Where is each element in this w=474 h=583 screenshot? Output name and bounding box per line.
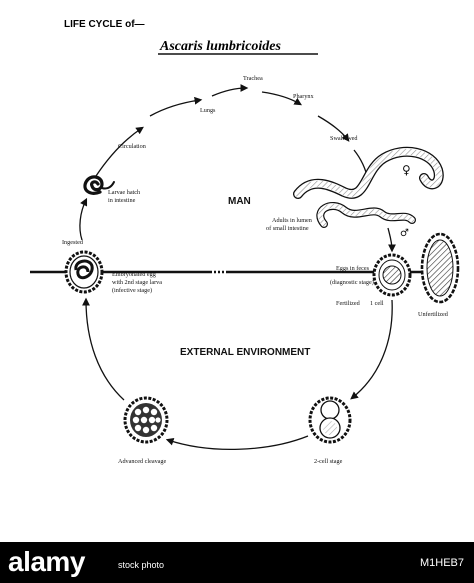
- female-symbol: ♀: [402, 163, 411, 177]
- man-label: MAN: [228, 196, 251, 207]
- adult-worms-illustration: [293, 146, 444, 228]
- embryonated-egg-illustration: [64, 250, 104, 294]
- watermark-footer: alamy stock photo M1HEB7: [0, 542, 474, 583]
- two-cell-egg-illustration: [308, 396, 352, 444]
- embryonated-egg-label-line1: Embryonated egg: [112, 271, 156, 278]
- larva-hatch-illustration: [83, 175, 115, 195]
- circulation-label: Circulation: [118, 143, 146, 150]
- arrow-advanced-to-embryonated: [82, 297, 125, 401]
- embryonated-egg-label-line2: with 2nd stage larva: [112, 279, 162, 286]
- swallowed-label: Swallowed: [330, 135, 358, 142]
- image-id: M1HEB7: [419, 557, 464, 569]
- adults-label-line1: Adults in lumen: [272, 217, 312, 224]
- two-cell-stage-label: 2-cell stage: [314, 458, 343, 465]
- pharynx-label: Pharynx: [293, 93, 315, 100]
- arrow-trachea-to-pharynx: [261, 91, 303, 106]
- trachea-label: Trachea: [243, 75, 263, 82]
- life-cycle-heading: LIFE CYCLE of—: [64, 19, 145, 30]
- unfertilized-label: Unfertilized: [418, 311, 449, 318]
- larvae-hatch-label-line1: Larvae hatch: [108, 189, 141, 196]
- advanced-cleavage-illustration: [123, 396, 169, 444]
- ingested-label: Ingested: [62, 239, 84, 246]
- eggs-in-feces-label-line2: (diagnostic stage): [330, 279, 374, 286]
- species-title: Ascaris lumbricoides: [159, 39, 282, 54]
- adults-label-line2: of small intestine: [266, 225, 309, 232]
- arrow-adults-to-eggs: [387, 227, 396, 253]
- lungs-label: Lungs: [200, 107, 216, 114]
- unfertilized-egg-illustration: [420, 232, 460, 304]
- eggs-in-feces-label-line1: Eggs in feces: [336, 265, 370, 272]
- arrow-circulation-to-lungs: [149, 96, 203, 117]
- male-symbol: ♂: [400, 228, 409, 239]
- arrow-larvae-to-circulation: [95, 126, 144, 177]
- life-cycle-diagram: LIFE CYCLE of— Ascaris lumbricoides ♀ ♂: [30, 19, 460, 465]
- embryonated-egg-label-line3: (infective stage): [112, 287, 152, 294]
- larvae-hatch-label-line2: in intestine: [108, 197, 136, 204]
- external-environment-label: EXTERNAL ENVIRONMENT: [180, 347, 310, 358]
- one-cell-label: 1 cell: [370, 300, 384, 307]
- fertilized-egg-illustration: [372, 253, 412, 297]
- arrow-eggs-to-two-cell: [350, 299, 393, 400]
- fertilized-label: Fertilized: [336, 300, 361, 307]
- arrow-pharynx-to-swallowed: [317, 115, 350, 142]
- alamy-tagline: stock photo: [118, 560, 165, 570]
- advanced-cleavage-label: Advanced cleavage: [118, 458, 167, 465]
- arrow-two-cell-to-advanced: [165, 435, 309, 451]
- arrow-ingested-to-larvae: [79, 197, 88, 241]
- arrow-lungs-to-trachea: [211, 84, 249, 97]
- alamy-logo: alamy: [8, 546, 85, 577]
